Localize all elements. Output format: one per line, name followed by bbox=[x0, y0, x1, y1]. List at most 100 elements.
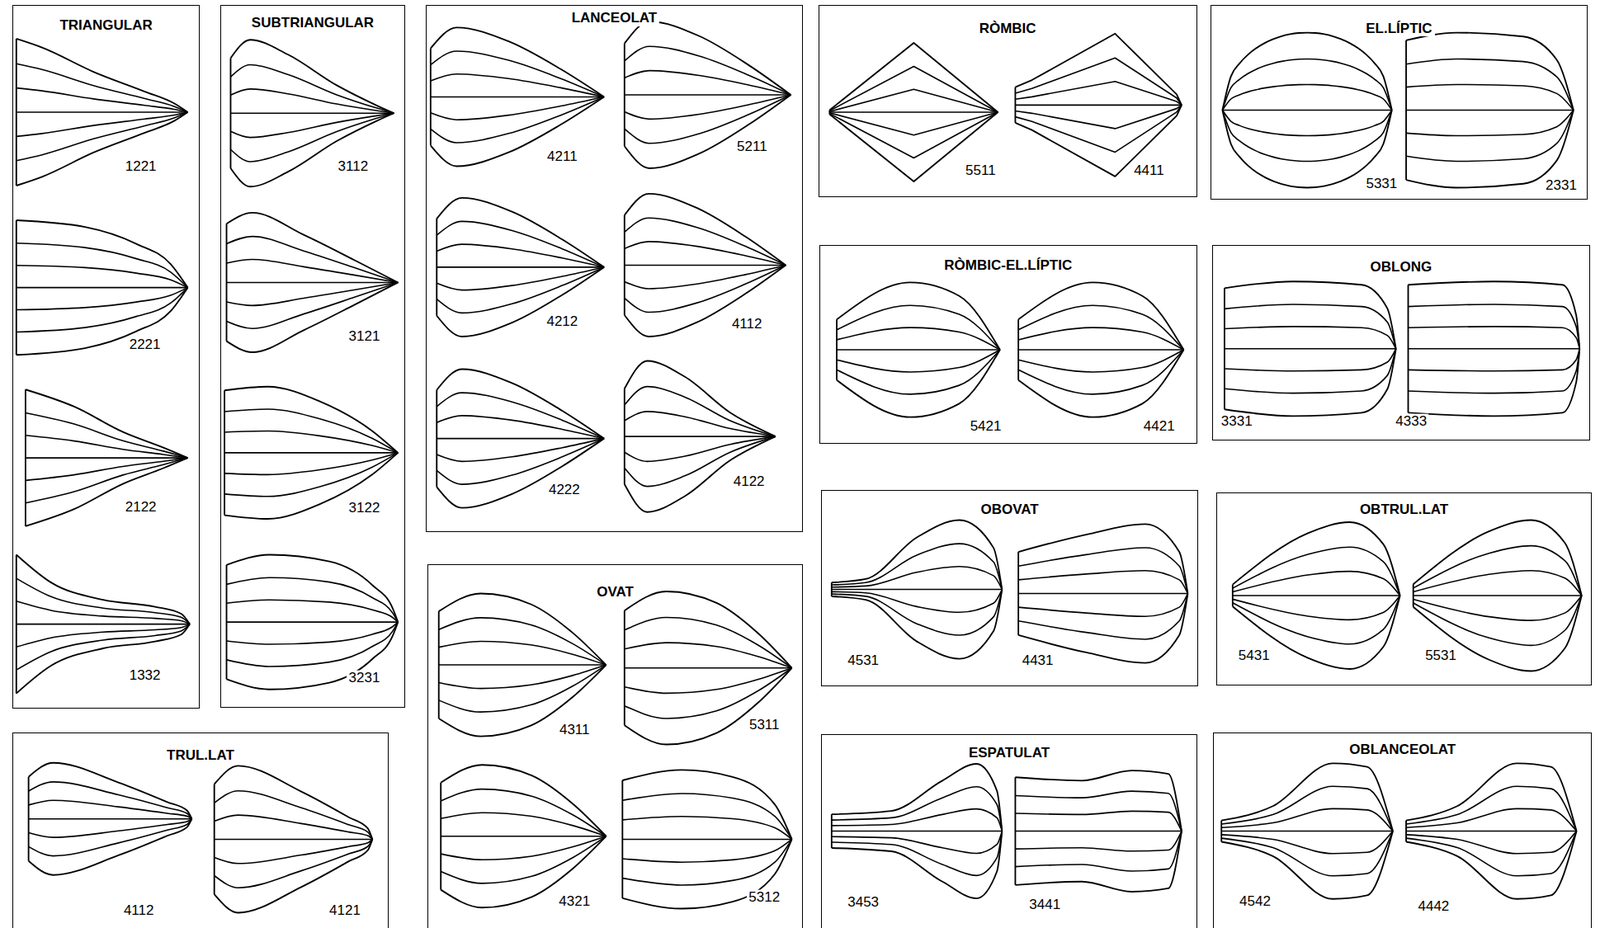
leaf-drawing bbox=[1018, 282, 1184, 417]
leaf-vein bbox=[25, 435, 189, 458]
leaf-vein bbox=[440, 835, 606, 838]
leaf-code: 4211 bbox=[545, 149, 580, 166]
leaf-drawing bbox=[440, 764, 606, 908]
leaf-outline bbox=[831, 764, 1003, 832]
leaf-outline bbox=[1221, 831, 1393, 900]
leaf-vein bbox=[836, 327, 1001, 350]
leaf-vein bbox=[436, 266, 605, 269]
leaf-vein bbox=[16, 63, 189, 113]
leaf-vein bbox=[436, 438, 605, 485]
leaf-vein bbox=[624, 436, 776, 462]
leaf-outline bbox=[1018, 349, 1184, 418]
leaf-vein bbox=[16, 624, 190, 671]
leaf-outline bbox=[226, 555, 399, 624]
leaf-vein bbox=[16, 88, 189, 113]
leaf-vein bbox=[438, 665, 607, 690]
leaf-vein bbox=[1406, 831, 1577, 877]
leaf-base bbox=[435, 390, 438, 488]
leaf-base bbox=[623, 610, 626, 726]
leaf-code: 1332 bbox=[127, 667, 163, 684]
leaf-code: 4121 bbox=[327, 903, 363, 920]
leaf-vein bbox=[1221, 831, 1393, 877]
leaf-base bbox=[15, 38, 18, 186]
leaf-vein bbox=[430, 74, 605, 98]
leaf-drawing bbox=[1232, 522, 1401, 670]
category-heading: EL.LÍPTIC bbox=[1363, 21, 1435, 38]
leaf-vein bbox=[829, 111, 998, 114]
leaf-vein bbox=[436, 415, 605, 439]
leaf-vein bbox=[624, 618, 793, 669]
leaf-vein bbox=[28, 800, 193, 819]
leaf-vein bbox=[1408, 349, 1581, 372]
category-panel: OVAT bbox=[427, 564, 803, 928]
leaf-base bbox=[230, 57, 232, 169]
leaf-drawing bbox=[226, 212, 399, 353]
leaf-outline bbox=[1014, 831, 1182, 893]
leaf-outline bbox=[224, 387, 398, 454]
leaf-vein bbox=[1014, 57, 1182, 105]
leaf-base bbox=[1223, 287, 1226, 410]
category-heading: OBLANCEOLAT bbox=[1346, 742, 1459, 759]
leaf-outline bbox=[226, 622, 399, 690]
leaf-vein bbox=[224, 409, 398, 454]
leaf-vein bbox=[1018, 349, 1184, 373]
leaf-base bbox=[1220, 821, 1223, 843]
category-heading: TRUL.LAT bbox=[164, 748, 237, 765]
leaf-outline bbox=[624, 361, 776, 438]
leaf-outline bbox=[1222, 33, 1392, 111]
leaf-vein bbox=[224, 430, 398, 453]
leaf-code: 4333 bbox=[1393, 413, 1429, 430]
leaf-vein bbox=[1018, 593, 1188, 595]
leaf-vein bbox=[25, 412, 189, 458]
leaf-outline bbox=[624, 591, 793, 669]
leaf-outline bbox=[1406, 110, 1574, 189]
leaf-vein bbox=[16, 623, 190, 626]
leaf-outline bbox=[624, 436, 776, 513]
category-heading: OBOVAT bbox=[978, 502, 1042, 519]
leaf-vein bbox=[226, 282, 399, 306]
leaf-code: 4112 bbox=[122, 903, 156, 920]
leaf-drawing bbox=[226, 555, 399, 690]
leaf-vein bbox=[1224, 349, 1397, 394]
leaf-vein bbox=[430, 51, 605, 97]
leaf-vein bbox=[622, 839, 792, 841]
leaf-drawing bbox=[436, 369, 605, 509]
leaf-outline bbox=[836, 282, 1001, 350]
leaf-vein bbox=[1413, 594, 1582, 597]
leaf-outline bbox=[16, 38, 189, 113]
leaf-base bbox=[623, 388, 626, 485]
leaf-vein bbox=[226, 259, 399, 284]
leaf-code: 4442 bbox=[1416, 899, 1452, 916]
leaf-vein bbox=[1406, 109, 1574, 112]
leaf-vein bbox=[230, 113, 394, 162]
leaf-drawing bbox=[622, 769, 792, 909]
leaf-drawing bbox=[829, 42, 998, 182]
leaf-outline bbox=[28, 763, 193, 820]
leaf-vein bbox=[1232, 571, 1401, 596]
leaf-vein bbox=[831, 787, 1003, 832]
leaf-vein bbox=[224, 453, 398, 475]
leaf-drawing bbox=[1408, 281, 1581, 416]
leaf-vein bbox=[1014, 811, 1182, 831]
leaf-code: 5421 bbox=[968, 419, 1004, 435]
leaf-vein bbox=[1408, 304, 1581, 350]
leaf-outline bbox=[214, 765, 373, 840]
leaf-outline bbox=[16, 112, 189, 186]
leaf-vein bbox=[831, 809, 1003, 832]
leaf-code: 5211 bbox=[735, 139, 770, 156]
category-heading: TRIANGULAR bbox=[56, 18, 155, 34]
category-panel: TRUL.LAT bbox=[12, 732, 389, 928]
leaf-outline bbox=[1232, 595, 1401, 670]
leaf-vein bbox=[622, 816, 792, 841]
leaf-vein bbox=[230, 64, 394, 114]
leaf-vein bbox=[1406, 110, 1574, 162]
leaf-code: 2122 bbox=[123, 499, 159, 515]
leaf-outline bbox=[624, 94, 792, 169]
leaf-vein bbox=[226, 577, 399, 623]
leaf-vein bbox=[438, 665, 607, 713]
leaf-vein bbox=[624, 668, 793, 719]
leaf-base bbox=[621, 780, 624, 899]
leaf-vein bbox=[16, 287, 189, 311]
category-heading: RÒMBIC-EL.LÍPTIC bbox=[941, 258, 1075, 274]
leaf-vein bbox=[1406, 830, 1577, 833]
